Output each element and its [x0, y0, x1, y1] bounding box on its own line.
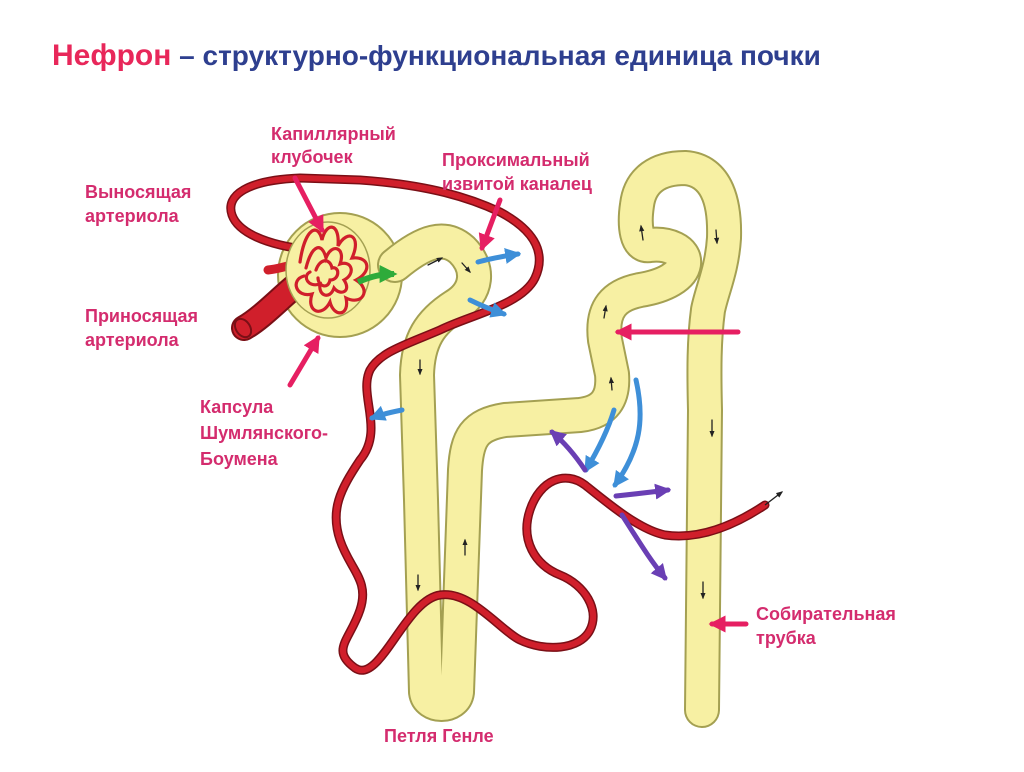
afferent-opening: [233, 317, 253, 339]
secretion-arrows: [549, 429, 672, 581]
title-main: Нефрон: [52, 39, 171, 72]
label-collecting-duct: Собирательная трубка: [756, 604, 901, 648]
vessel-outflow-arrow: [764, 491, 784, 506]
flow-arrows: [415, 224, 720, 600]
label-afferent-arteriole: Приносящая артериола: [85, 306, 203, 350]
page-title: Нефрон – структурно-функциональная едини…: [52, 39, 821, 72]
labels: Капиллярный клубочек Проксимальный извит…: [85, 124, 901, 746]
label-efferent-arteriole: Выносящая артериола: [85, 182, 196, 226]
label-bowman-capsule: Капсула Шумлянского- Боумена: [200, 397, 333, 469]
glomerulus: [285, 221, 371, 319]
reabsorption-arrows: [369, 248, 643, 488]
filtration-arrow: [356, 265, 398, 285]
title-rest: – структурно-функциональная единица почк…: [171, 40, 820, 71]
label-proximal-tubule: Проксимальный извитой каналец: [442, 150, 595, 194]
label-capillary-glomerulus: Капиллярный клубочек: [271, 124, 401, 167]
pointer-arrows: [287, 175, 749, 633]
nephron-tubule: [377, 150, 743, 728]
label-loop-of-henle: Петля Генле: [384, 726, 494, 746]
